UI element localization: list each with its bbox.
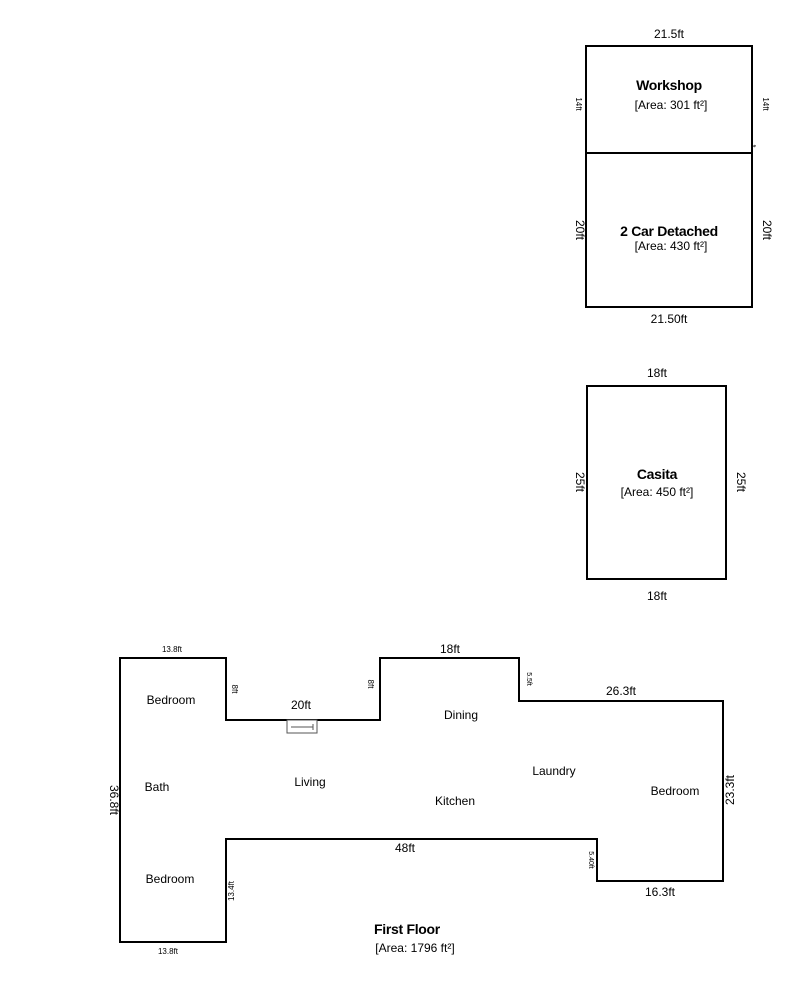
garage-title: 2 Car Detached xyxy=(620,223,718,239)
first-floor-outline xyxy=(119,657,724,943)
ff-top-left-dimension: 13.8ft xyxy=(162,645,183,654)
fireplace-symbol xyxy=(286,719,318,734)
room-bedroom-bottom-left: Bedroom xyxy=(146,872,195,886)
casita-top-dimension: 18ft xyxy=(647,366,668,380)
ff-right-top-dimension: 26.3ft xyxy=(606,684,637,698)
workshop-left-dimension: 14ft xyxy=(574,97,583,111)
ff-bottom-left-dimension: 13.8ft xyxy=(158,947,179,956)
room-living: Living xyxy=(294,775,325,789)
garage-right-dimension: 20ft xyxy=(760,220,774,241)
ff-wing-step-mid-dimension: 8ft xyxy=(366,680,375,690)
room-kitchen: Kitchen xyxy=(435,794,475,808)
garage-area: [Area: 430 ft²] xyxy=(635,239,708,253)
ff-dining-top-dimension: 18ft xyxy=(440,642,461,656)
workshop-corner-dimension: ft xyxy=(750,145,756,148)
garage-left-dimension: 20ft xyxy=(573,220,587,241)
first-floor-title: First Floor xyxy=(374,921,441,937)
workshop-top-dimension: 21.5ft xyxy=(654,27,685,41)
room-bedroom-top-left: Bedroom xyxy=(147,693,196,707)
workshop-title: Workshop xyxy=(636,77,702,93)
workshop-right-dimension: 14ft xyxy=(761,97,770,111)
workshop-area: [Area: 301 ft²] xyxy=(635,98,708,112)
room-dining: Dining xyxy=(444,708,478,722)
ff-bottom-left-step-dimension: 13.4ft xyxy=(227,880,236,901)
room-bath: Bath xyxy=(145,780,170,794)
first-floor-area: [Area: 1796 ft²] xyxy=(375,941,454,955)
ff-dining-step-dimension: 5.5ft xyxy=(525,672,532,686)
ff-left-side-dimension: 36.8ft xyxy=(107,785,121,816)
casita-area: [Area: 450 ft²] xyxy=(621,485,694,499)
ff-bottom-mid-dimension: 48ft xyxy=(395,841,416,855)
first-floor: 13.8ft 8ft 20ft 8ft 18ft 5.5ft 26.3ft 23… xyxy=(107,642,737,956)
garage-bottom-dimension: 21.50ft xyxy=(651,312,688,326)
casita-left-dimension: 25ft xyxy=(573,472,587,493)
casita-title: Casita xyxy=(637,466,678,482)
casita-right-dimension: 25ft xyxy=(734,472,748,493)
workshop: 21.5ft 14ft 14ft ft Workshop [Area: 301 … xyxy=(574,27,770,154)
room-bedroom-right: Bedroom xyxy=(651,784,700,798)
ff-right-side-dimension: 23.3ft xyxy=(723,774,737,805)
casita-bottom-dimension: 18ft xyxy=(647,589,668,603)
casita-outline xyxy=(586,385,727,580)
garage: 20ft 20ft 21.50ft 2 Car Detached [Area: … xyxy=(573,152,774,326)
ff-mid-top-dimension: 20ft xyxy=(291,698,312,712)
ff-bottom-right-dimension: 16.3ft xyxy=(645,885,676,899)
garage-outline xyxy=(585,152,753,308)
casita: 18ft 25ft 25ft 18ft Casita [Area: 450 ft… xyxy=(573,366,748,603)
room-laundry: Laundry xyxy=(532,764,575,778)
ff-wing-step-left-dimension: 8ft xyxy=(230,685,239,695)
ff-bottom-step-dimension: 5.40ft xyxy=(587,851,594,869)
